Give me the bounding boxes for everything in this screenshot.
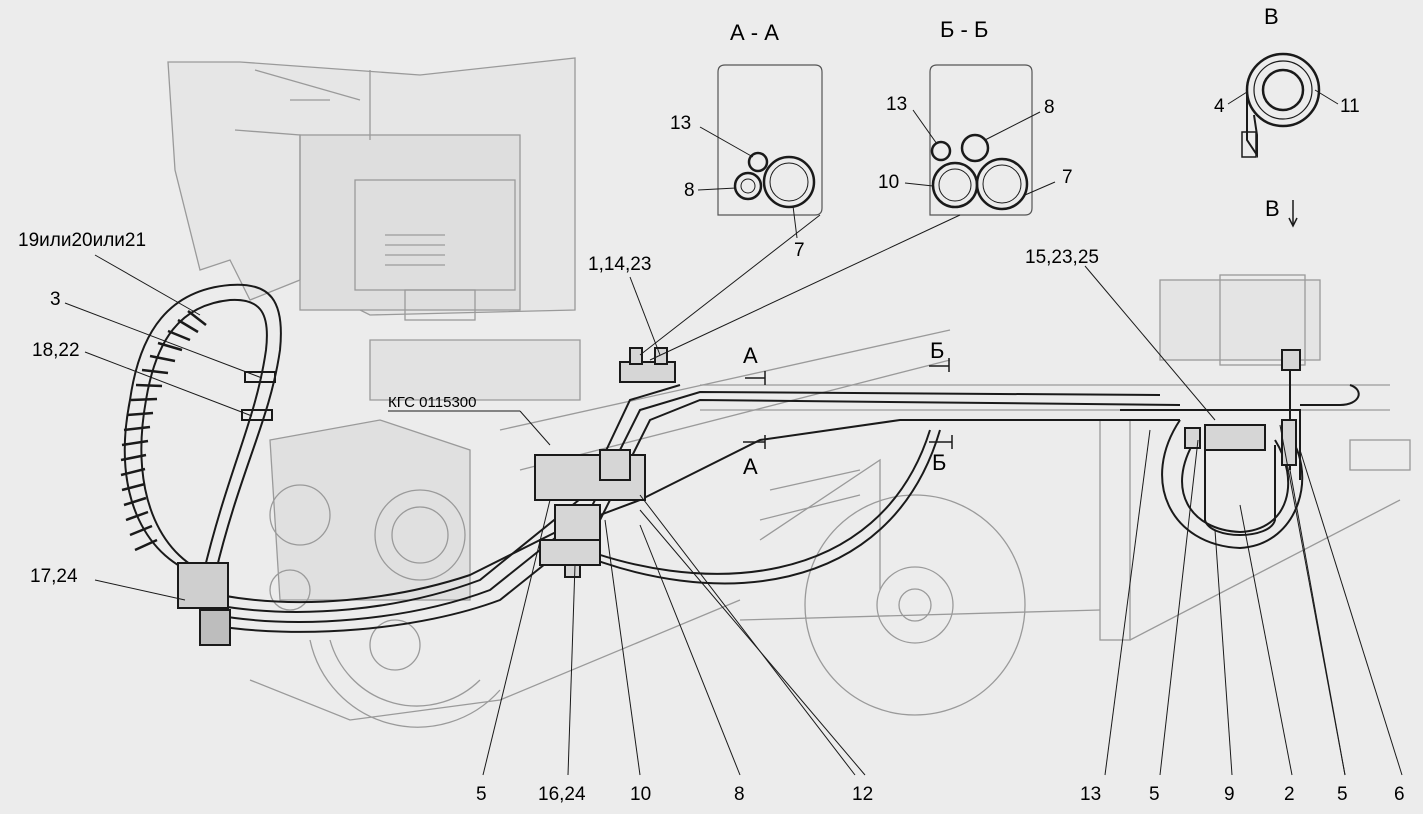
callout-bottom-10: 10: [630, 784, 651, 805]
callout-3: 3: [50, 289, 61, 310]
section-titles: А - А Б - Б В В: [730, 4, 1280, 221]
section-bb: [904, 64, 1056, 216]
cut-b-bottom: Б: [932, 450, 946, 475]
callout-15: 15,23,25: [1025, 247, 1099, 268]
callout-bottom-12: 12: [852, 784, 873, 805]
callout-aa-7: 7: [794, 240, 805, 261]
reference-code: КГС 0115300: [388, 394, 476, 411]
callout-v-4: 4: [1214, 96, 1225, 117]
cut-labels: А А Б Б: [743, 338, 946, 479]
callout-bb-8: 8: [1044, 97, 1055, 118]
cut-a-bottom: А: [743, 454, 758, 479]
spiral-guard: [120, 310, 207, 552]
callout-18: 18,22: [32, 340, 80, 361]
callout-bb-10: 10: [878, 172, 899, 193]
callout-bottom-2: 2: [1284, 784, 1295, 805]
view-v-title: В: [1264, 4, 1279, 29]
section-bb-title: Б - Б: [940, 17, 988, 42]
section-aa: [697, 64, 823, 239]
cut-line-markers: [743, 358, 953, 449]
callout-bottom-8: 8: [734, 784, 745, 805]
cut-a-top: А: [743, 343, 758, 368]
callout-19: 19или20или21: [18, 230, 146, 251]
hose-clamps: [177, 371, 276, 646]
callout-v-11: 11: [1340, 96, 1360, 117]
callout-17: 17,24: [30, 566, 78, 587]
view-v-marker: В: [1265, 196, 1280, 221]
view-v: [1227, 52, 1339, 228]
machine-outline: [167, 57, 1411, 728]
callout-bottom-6: 6: [1394, 784, 1405, 805]
callout-aa-8: 8: [684, 180, 695, 201]
callout-labels: 19или20или21 3 18,22 17,24 1,14,23 15,23…: [18, 94, 1405, 805]
cut-b-top: Б: [930, 338, 944, 363]
callout-aa-13: 13: [670, 113, 691, 134]
leader-lines: [64, 214, 1403, 776]
callout-bb-7: 7: [1062, 167, 1073, 188]
callout-1: 1,14,23: [588, 254, 651, 275]
callout-bottom-5c: 5: [1337, 784, 1348, 805]
callout-bottom-16: 16,24: [538, 784, 586, 805]
callout-bottom-5b: 5: [1149, 784, 1160, 805]
section-aa-title: А - А: [730, 20, 779, 45]
callout-bottom-5a: 5: [476, 784, 487, 805]
callout-bottom-9: 9: [1224, 784, 1235, 805]
callout-bottom-13: 13: [1080, 784, 1101, 805]
callout-bb-13: 13: [886, 94, 907, 115]
valve-blocks: [534, 347, 1301, 578]
